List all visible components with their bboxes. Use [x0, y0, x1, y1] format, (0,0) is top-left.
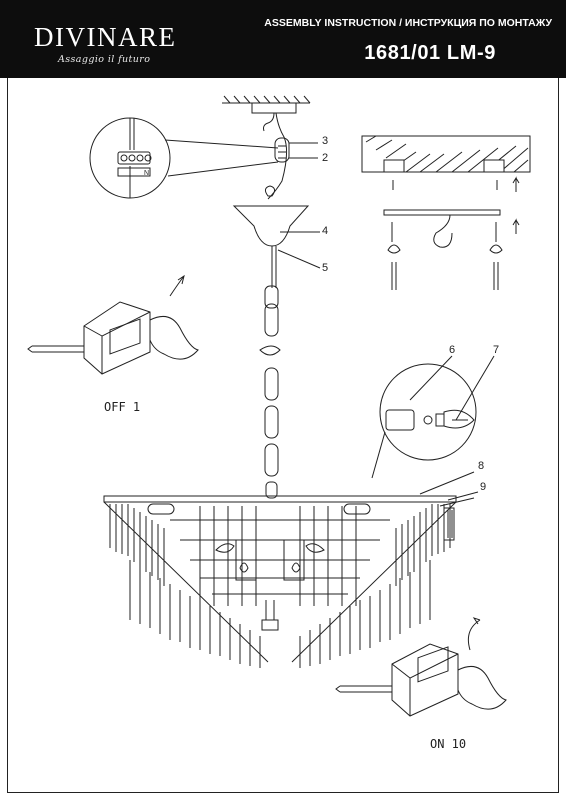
brand-tagline: Assaggio il futuro: [58, 54, 151, 65]
callout-4: 4: [322, 225, 329, 237]
switch-on-label: ON 10: [430, 737, 467, 751]
callout-leaders: [409, 355, 495, 501]
brand-logo: DIVINARE: [34, 22, 177, 52]
callout-7: 7: [493, 344, 500, 356]
ceiling-mount-illustration: [222, 95, 311, 200]
callout-6: 6: [449, 344, 456, 356]
callout-8: 8: [478, 460, 485, 472]
switch-box-off: [27, 274, 199, 375]
terminal-block-zoom: N: [89, 117, 318, 199]
bulb-zoom: [371, 363, 477, 479]
document-title: ASSEMBLY INSTRUCTION / ИНСТРУКЦИЯ ПО МОН…: [264, 17, 552, 29]
callout-2: 2: [322, 152, 329, 164]
chandelier-body: [103, 495, 475, 668]
header-bar: DIVINARE Assaggio il futuro ASSEMBLY INS…: [0, 0, 566, 78]
model-number: 1681/01 LM-9: [364, 42, 496, 64]
switch-off-label: OFF 1: [104, 400, 141, 414]
terminal-n-mark: N: [144, 170, 149, 177]
callout-3: 3: [322, 135, 329, 147]
switch-box-on: [335, 617, 507, 717]
callout-9: 9: [480, 481, 487, 493]
callout-5: 5: [322, 262, 329, 274]
canopy-and-chain: [232, 185, 321, 499]
mount-bracket-detail: [361, 135, 531, 290]
page-frame: [7, 78, 559, 793]
